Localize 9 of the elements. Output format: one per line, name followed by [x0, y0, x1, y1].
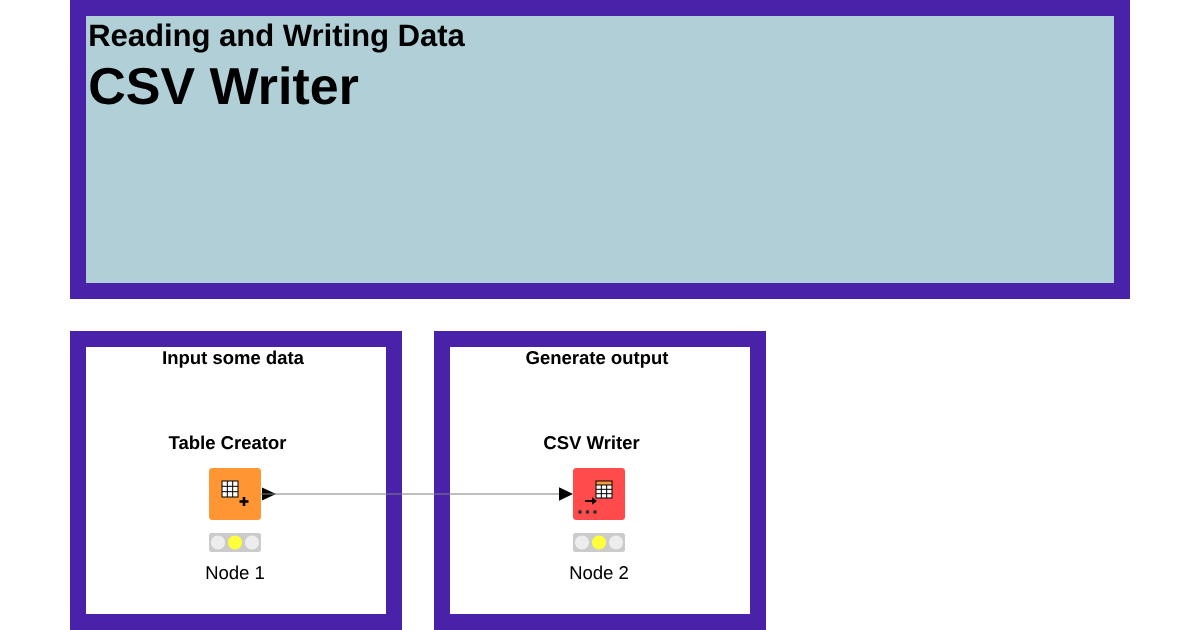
connector-arrow	[260, 487, 573, 501]
annotation-heading: Generate output	[526, 351, 669, 368]
heading: Reading and Writing Data	[90, 23, 465, 53]
node-label: Node 2	[570, 565, 628, 580]
node-label: Node 1	[206, 565, 264, 580]
node-title: CSV Writer	[544, 435, 640, 450]
node-title: Table Creator	[168, 435, 287, 450]
annotation-heading: Input some data	[163, 350, 305, 368]
title: CSV Writer	[90, 66, 359, 105]
